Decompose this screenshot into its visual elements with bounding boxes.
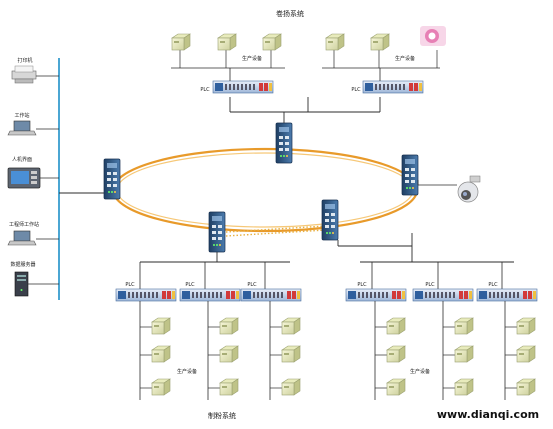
equipment-box <box>151 378 171 396</box>
equipment-box <box>454 345 474 363</box>
equipment-box <box>281 345 301 363</box>
left-control-panel: 打印机 工作站 人机界面 <box>7 57 110 300</box>
plc-bottom-left-1 <box>115 288 177 302</box>
plc-label: PLC <box>488 282 498 288</box>
engineer-station-label: 工程师工作站 <box>9 221 39 228</box>
equipment-box <box>454 317 474 335</box>
equipment-box <box>370 33 390 51</box>
laptop-icon <box>7 120 37 136</box>
equipment-box <box>219 378 239 396</box>
equipment-box <box>325 33 345 51</box>
plc-bottom-left-2 <box>179 288 241 302</box>
production-equipment-label: 生产设备 <box>242 55 262 62</box>
equipment-box <box>516 317 536 335</box>
plc-label-top-left: PLC <box>200 87 210 93</box>
workstation-label: 工作站 <box>14 112 29 119</box>
ring-dotted-link <box>225 225 327 233</box>
equipment-box <box>219 317 239 335</box>
left-device-hmi: 人机界面 <box>7 156 59 189</box>
hmi-label: 人机界面 <box>12 156 32 163</box>
production-equipment-label: 生产设备 <box>177 368 197 375</box>
plc-bottom-right-2 <box>412 288 474 302</box>
plc-label: PLC <box>125 282 135 288</box>
plc-label: PLC <box>357 282 367 288</box>
hmi-panel-icon <box>7 167 41 189</box>
left-device-workstation: 工作站 <box>7 112 59 136</box>
equipment-box <box>386 378 406 396</box>
plc-top-left <box>212 80 274 94</box>
left-device-data-server: 数据服务器 <box>10 261 59 297</box>
plc-label-top-right: PLC <box>351 87 361 93</box>
site-watermark: www.dianqi.com <box>437 408 539 421</box>
switch-ring-left <box>103 158 121 200</box>
equipment-box <box>217 33 237 51</box>
equipment-box <box>171 33 191 51</box>
equipment-box <box>281 378 301 396</box>
equipment-box <box>386 317 406 335</box>
data-server-label: 数据服务器 <box>10 261 35 268</box>
equipment-box <box>386 345 406 363</box>
brand-logo <box>420 26 446 46</box>
equipment-box <box>219 345 239 363</box>
production-equipment-label: 生产设备 <box>410 368 430 375</box>
plc-bottom-right-1 <box>345 288 407 302</box>
laptop-icon <box>7 230 37 246</box>
plc-bottom-left-3 <box>240 288 302 302</box>
equipment-box <box>151 345 171 363</box>
printer-label: 打印机 <box>17 57 32 64</box>
switch-ring-top <box>275 122 293 164</box>
left-device-printer: 打印机 <box>11 57 59 84</box>
plc-label: PLC <box>185 282 195 288</box>
bottom-left-milling-system: PLC PLC PLC 生产设备 <box>115 252 302 400</box>
equipment-box <box>454 378 474 396</box>
plc-bottom-right-3 <box>476 288 538 302</box>
bottom-right-system: PLC PLC PLC 生产设备 <box>337 233 538 400</box>
equipment-box <box>151 317 171 335</box>
plc-top-right <box>362 80 424 94</box>
equipment-box <box>262 33 282 51</box>
left-device-engineer-station: 工程师工作站 <box>7 221 59 246</box>
production-equipment-label: 生产设备 <box>395 55 415 62</box>
bottom-left-system-title: 制粉系统 <box>208 411 236 420</box>
top-system-title: 卷扬系统 <box>276 9 304 18</box>
equipment-box <box>516 345 536 363</box>
plc-label: PLC <box>425 282 435 288</box>
server-icon <box>14 271 29 297</box>
top-hoist-system: PLC 生产设备 PLC 生产设备 <box>171 33 440 123</box>
equipment-box <box>281 317 301 335</box>
switch-ring-right <box>401 154 419 196</box>
fiber-ring <box>111 147 419 237</box>
plc-label: PLC <box>247 282 257 288</box>
printer-icon <box>11 65 37 84</box>
switch-ring-bottom-left <box>208 211 226 253</box>
equipment-box <box>516 378 536 396</box>
switch-ring-bottom-right <box>321 199 339 241</box>
camera-icon <box>418 175 481 203</box>
